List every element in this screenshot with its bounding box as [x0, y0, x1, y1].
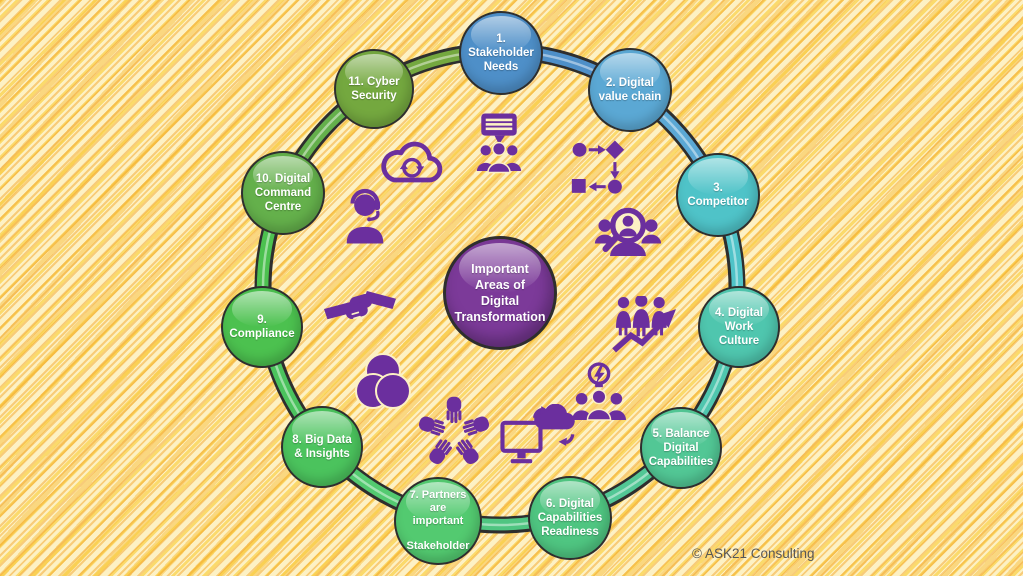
- venn-diagram-icon: [352, 352, 414, 412]
- diagram-title: Important Areas of Digital Transformatio…: [454, 261, 546, 325]
- node-5-balance-digital-capabilities: 5. Balance Digital Capabilities: [640, 407, 722, 489]
- node-label: 9. Compliance: [229, 313, 295, 340]
- node-label: 8. Big Data & Insights: [292, 433, 352, 460]
- process-flowchart-icon: [570, 139, 626, 199]
- node-label: 10. Digital Command Centre: [254, 172, 312, 213]
- node-11-cyber-security: 11. Cyber Security: [334, 49, 414, 129]
- handshake-icon: [324, 286, 396, 332]
- node-2-digital-value-chain: 2. Digital value chain: [588, 48, 672, 132]
- idea-team-icon: [572, 362, 626, 422]
- node-1-stakeholder-needs: 1. Stakeholder Needs: [459, 11, 543, 95]
- node-label: 3. Competitor: [687, 181, 749, 208]
- node-label: 5. Balance Digital Capabilities: [648, 427, 714, 468]
- node-9-compliance: 9. Compliance: [221, 286, 303, 368]
- node-4-digital-work-culture: 4. Digital Work Culture: [698, 286, 780, 368]
- customer-support-icon: [340, 184, 390, 248]
- node-label: 7. Partners are important Stakeholder: [406, 488, 470, 553]
- teamwork-hands-icon: [416, 394, 492, 472]
- node-label: 1. Stakeholder Needs: [468, 32, 534, 73]
- node-label: 6. Digital Capabilities Readiness: [537, 497, 603, 538]
- node-label: 4. Digital Work Culture: [715, 306, 763, 347]
- computer-cloud-sync-icon: [500, 404, 576, 468]
- center-circle: Important Areas of Digital Transformatio…: [443, 236, 557, 350]
- node-7-partners-stakeholder: 7. Partners are important Stakeholder: [394, 477, 482, 565]
- copyright-text: © ASK21 Consulting: [692, 546, 815, 561]
- competitor-analysis-icon: [594, 202, 662, 260]
- node-8-big-data-insights: 8. Big Data & Insights: [281, 406, 363, 488]
- node-10-digital-command-centre: 10. Digital Command Centre: [241, 151, 325, 235]
- cloud-sync-icon: [378, 137, 446, 189]
- node-6-digital-capabilities-readiness: 6. Digital Capabilities Readiness: [528, 476, 612, 560]
- node-label: 2. Digital value chain: [598, 76, 662, 103]
- team-meeting-icon: [471, 112, 527, 174]
- workforce-growth-icon: [612, 296, 680, 356]
- node-label: 11. Cyber Security: [348, 75, 400, 102]
- node-3-competitor: 3. Competitor: [676, 153, 760, 237]
